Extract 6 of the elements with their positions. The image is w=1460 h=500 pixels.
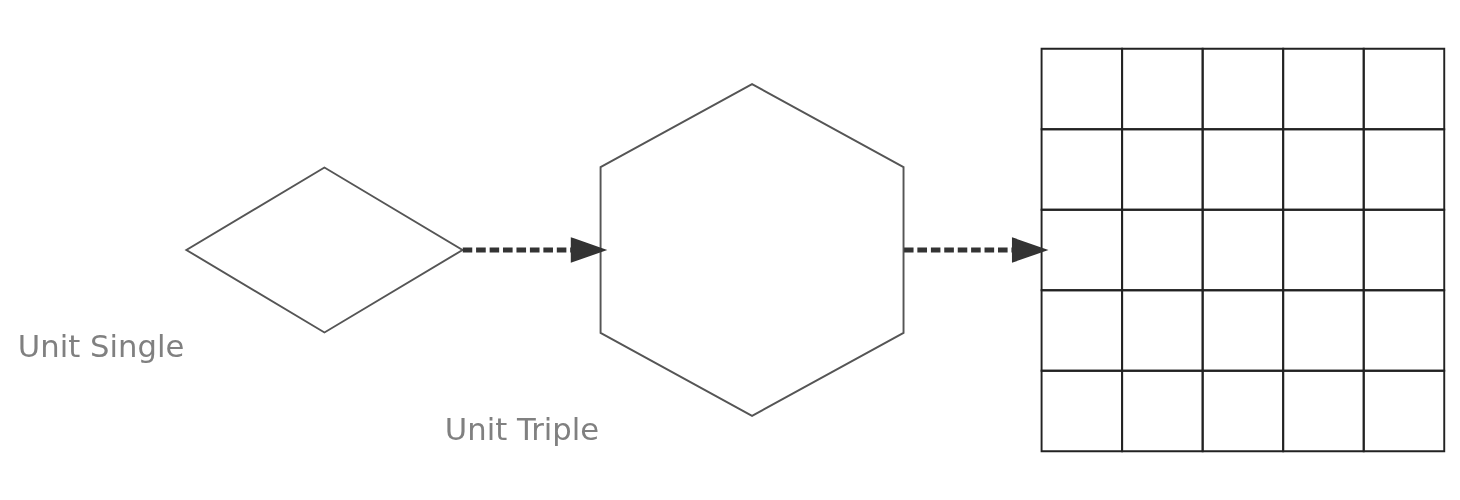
node-label: Unit Single	[17, 328, 185, 364]
node-cube	[599, 83, 905, 417]
node-diamond	[184, 166, 465, 334]
arrow	[904, 237, 1049, 263]
arrow	[462, 237, 608, 263]
node-label: Unit Triple	[444, 412, 600, 448]
